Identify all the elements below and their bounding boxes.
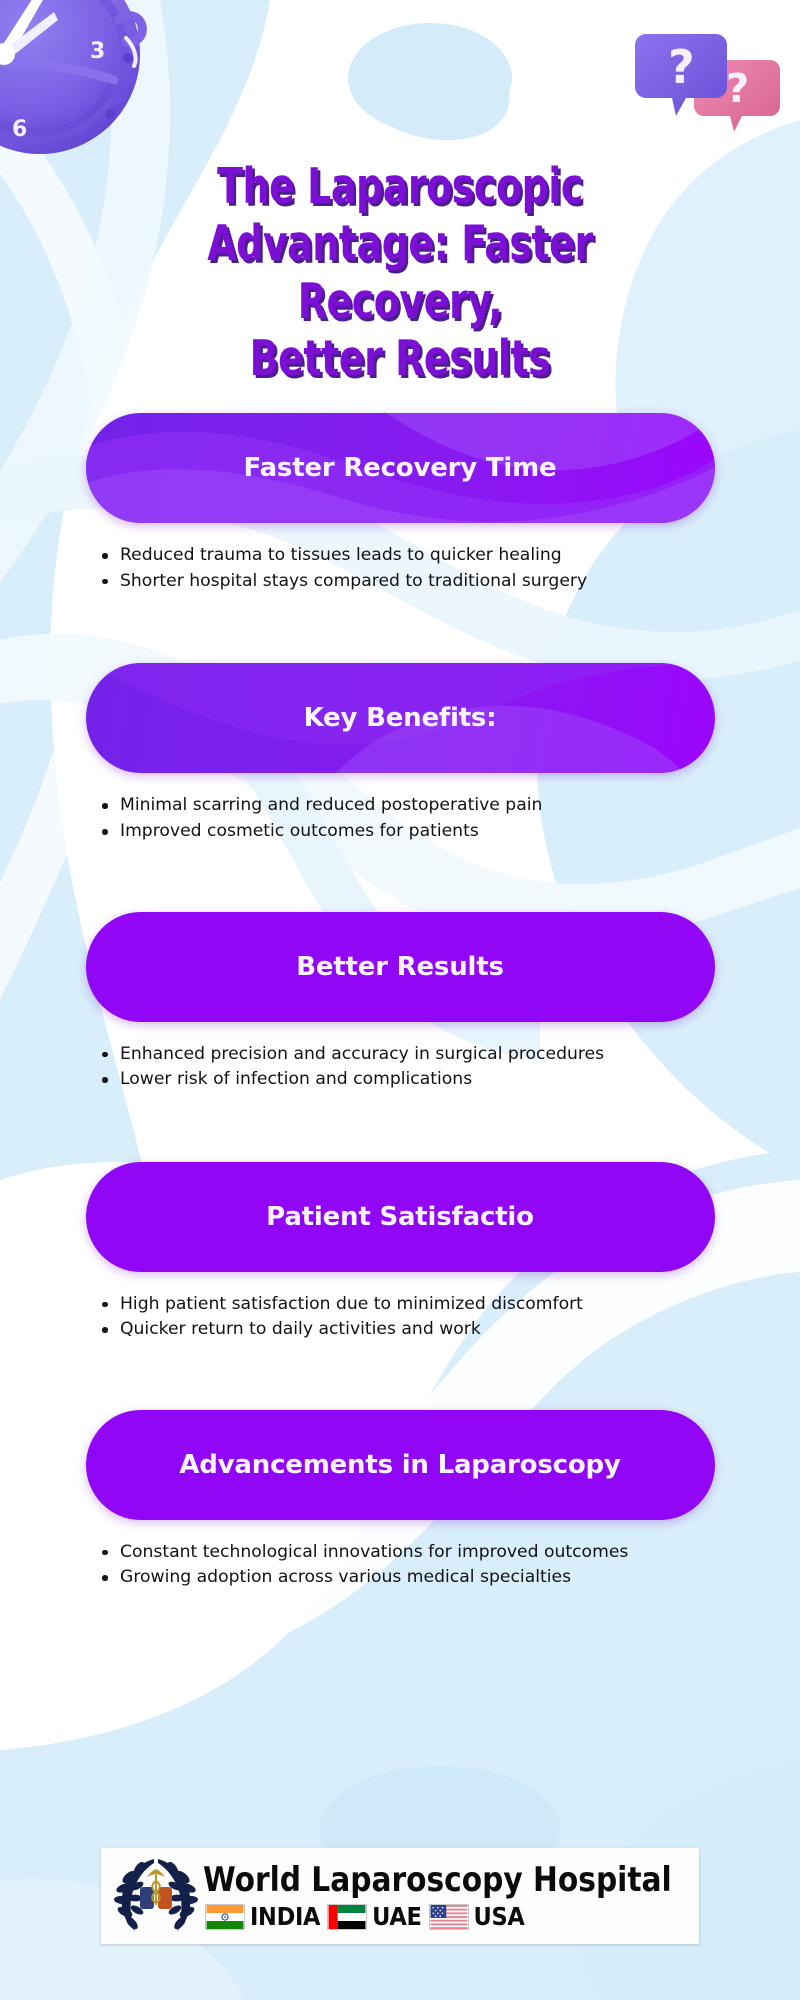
section-heading-pill[interactable]: Patient Satisfactio xyxy=(85,1161,715,1272)
section-heading-label: Advancements in Laparoscopy xyxy=(179,1449,621,1480)
spacer xyxy=(0,1344,800,1410)
bullet-item: High patient satisfaction due to minimiz… xyxy=(96,1293,696,1317)
hospital-logo-card: World Laparoscopy Hospital INDIA xyxy=(101,1848,699,1944)
spacer xyxy=(0,846,800,912)
section-heading-pill[interactable]: Better Results xyxy=(85,911,715,1022)
laurel-wreath-caduceus-emblem-icon xyxy=(114,1859,198,1931)
uae-flag-icon xyxy=(327,1903,368,1930)
section-heading-label: Better Results xyxy=(296,951,504,982)
title-line-3: Better Results xyxy=(249,329,551,387)
india-flag-icon xyxy=(205,1903,245,1930)
organization-name: World Laparoscopy Hospital xyxy=(203,1859,672,1900)
bullet-item: Improved cosmetic outcomes for patients xyxy=(96,820,696,844)
bullet-item: Lower risk of infection and complication… xyxy=(96,1068,696,1092)
bullet-item: Growing adoption across various medical … xyxy=(96,1566,696,1590)
sections-list: Faster Recovery Time Reduced trauma to t… xyxy=(0,413,800,1590)
spacer xyxy=(0,1094,800,1162)
question-speech-bubbles-illustration: ? ? xyxy=(628,26,788,144)
usa-flag-icon xyxy=(428,1903,469,1930)
country-usa: USA xyxy=(428,1902,525,1931)
section-bullet-list: Reduced trauma to tissues leads to quick… xyxy=(80,544,720,593)
clock-illustration: 12 3 6 xyxy=(0,0,152,164)
bullet-item: Enhanced precision and accuracy in surgi… xyxy=(96,1043,696,1067)
country-uae: UAE xyxy=(327,1902,422,1931)
svg-text:3: 3 xyxy=(90,39,105,64)
country-list: INDIA UAE xyxy=(203,1902,689,1931)
section-heading-pill[interactable]: Faster Recovery Time xyxy=(85,413,715,524)
infographic-content: The Laparoscopic Advantage: Faster Recov… xyxy=(0,0,800,1590)
footer: World Laparoscopy Hospital INDIA xyxy=(0,1848,800,1944)
section-heading-label: Patient Satisfactio xyxy=(266,1201,534,1232)
svg-text:?: ? xyxy=(726,66,749,112)
section-heading-pill[interactable]: Advancements in Laparoscopy xyxy=(85,1409,715,1520)
section-better-results: Better Results Enhanced precision and ac… xyxy=(0,911,800,1092)
section-bullet-list: Enhanced precision and accuracy in surgi… xyxy=(80,1043,720,1092)
section-key-benefits: Key Benefits: Minimal scarring and reduc… xyxy=(0,663,800,843)
section-faster-recovery-time: Faster Recovery Time Reduced trauma to t… xyxy=(0,413,800,593)
country-label: INDIA xyxy=(250,1902,321,1931)
section-heading-label: Faster Recovery Time xyxy=(243,453,557,484)
svg-text:6: 6 xyxy=(12,117,27,142)
bullet-item: Constant technological innovations for i… xyxy=(96,1541,696,1565)
section-patient-satisfaction: Patient Satisfactio High patient satisfa… xyxy=(0,1161,800,1342)
title-line-1: The Laparoscopic xyxy=(217,158,583,215)
section-bullet-list: High patient satisfaction due to minimiz… xyxy=(80,1293,720,1342)
spacer xyxy=(0,595,800,663)
section-bullet-list: Minimal scarring and reduced postoperati… xyxy=(80,794,720,843)
bullet-item: Quicker return to daily activities and w… xyxy=(96,1318,696,1342)
svg-text:?: ? xyxy=(668,40,695,94)
section-heading-label: Key Benefits: xyxy=(303,703,497,734)
section-advancements-in-laparoscopy: Advancements in Laparoscopy Constant tec… xyxy=(0,1409,800,1590)
section-bullet-list: Constant technological innovations for i… xyxy=(80,1541,720,1590)
country-label: USA xyxy=(473,1902,525,1931)
bullet-item: Minimal scarring and reduced postoperati… xyxy=(96,794,696,818)
section-heading-pill[interactable]: Key Benefits: xyxy=(85,663,715,774)
page-title: The Laparoscopic Advantage: Faster Recov… xyxy=(108,0,693,387)
bullet-item: Reduced trauma to tissues leads to quick… xyxy=(96,544,696,568)
country-label: UAE xyxy=(372,1902,422,1931)
country-india: INDIA xyxy=(205,1902,321,1931)
logo-text-block: World Laparoscopy Hospital INDIA xyxy=(199,1863,689,1930)
bullet-item: Shorter hospital stays compared to tradi… xyxy=(96,570,696,594)
title-line-2: Advantage: Faster Recovery, xyxy=(207,215,593,330)
